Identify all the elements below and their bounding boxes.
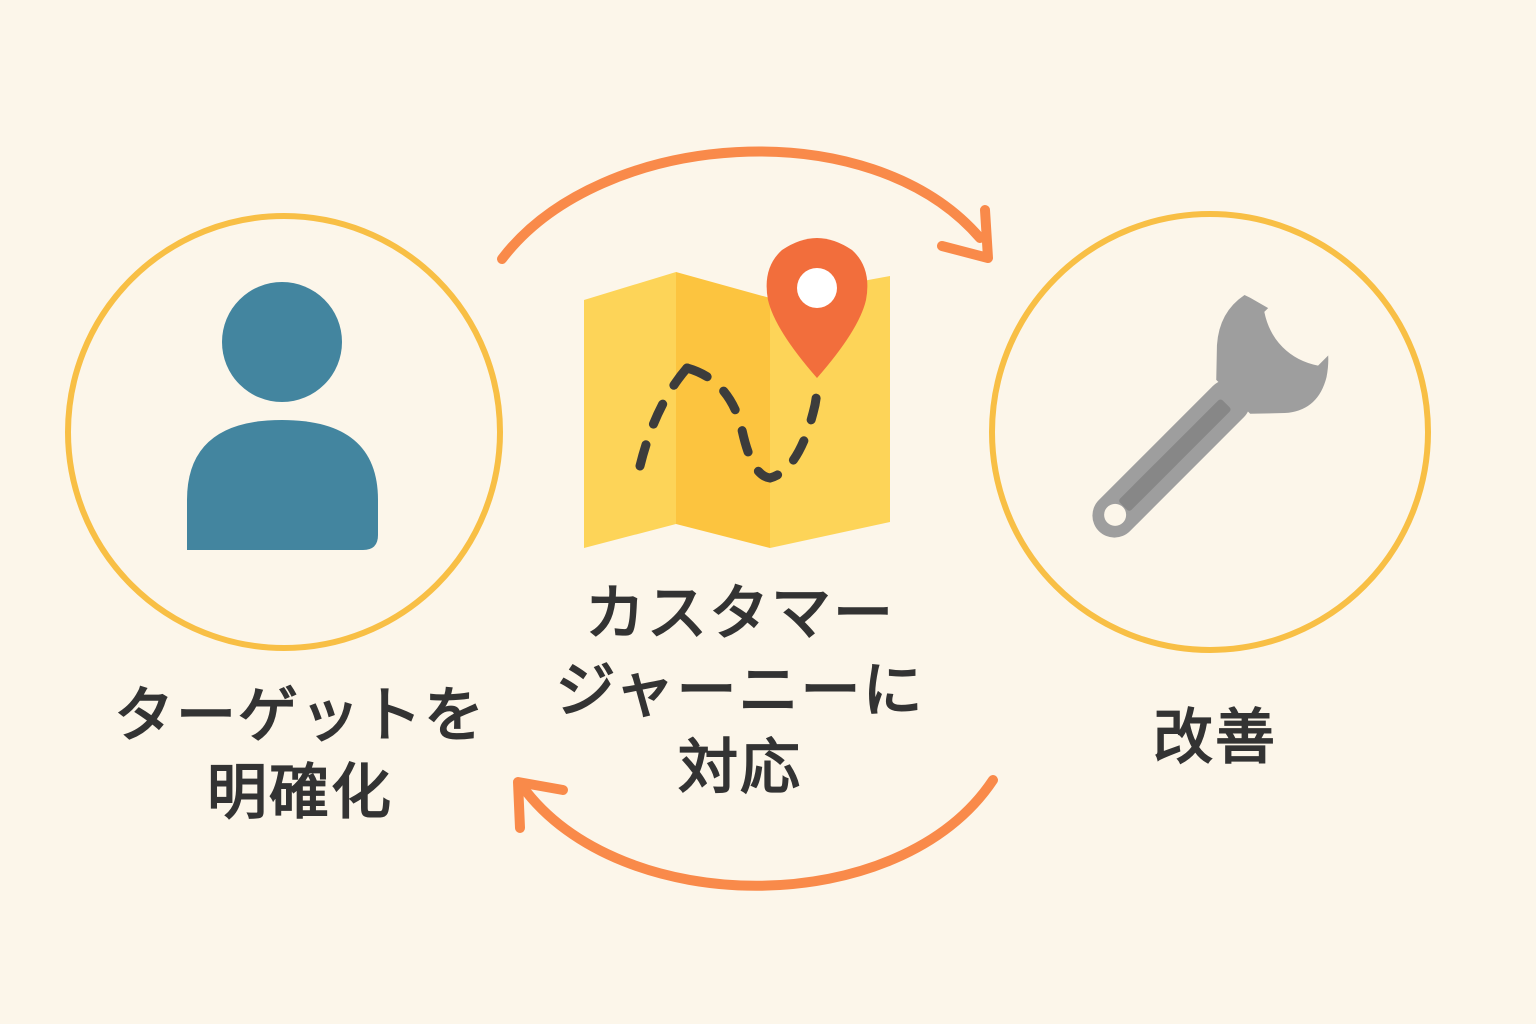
step-label-target: ターゲットを 明確化 xyxy=(90,678,510,832)
step-label-journey: カスタマー ジャーニーに 対応 xyxy=(520,576,960,806)
step-label-line: 明確化 xyxy=(207,757,393,828)
step-label-line: ターゲットを xyxy=(114,681,486,751)
wrench-icon xyxy=(1092,285,1345,538)
person-icon xyxy=(187,282,378,550)
step-label-line: 改善 xyxy=(1153,703,1277,773)
step-label-line: 対応 xyxy=(678,732,802,803)
step-circle-target xyxy=(65,213,503,651)
step-label-line: ジャーニーに xyxy=(555,655,925,726)
location-pin-icon xyxy=(766,238,868,378)
step-label-improve: 改善 xyxy=(1060,700,1370,777)
step-label-line: カスタマー xyxy=(585,579,895,649)
bottom-arrow xyxy=(513,775,998,891)
step-circle-improve xyxy=(989,211,1431,653)
top-arrow xyxy=(497,146,993,264)
map-with-pin-icon xyxy=(584,238,890,548)
